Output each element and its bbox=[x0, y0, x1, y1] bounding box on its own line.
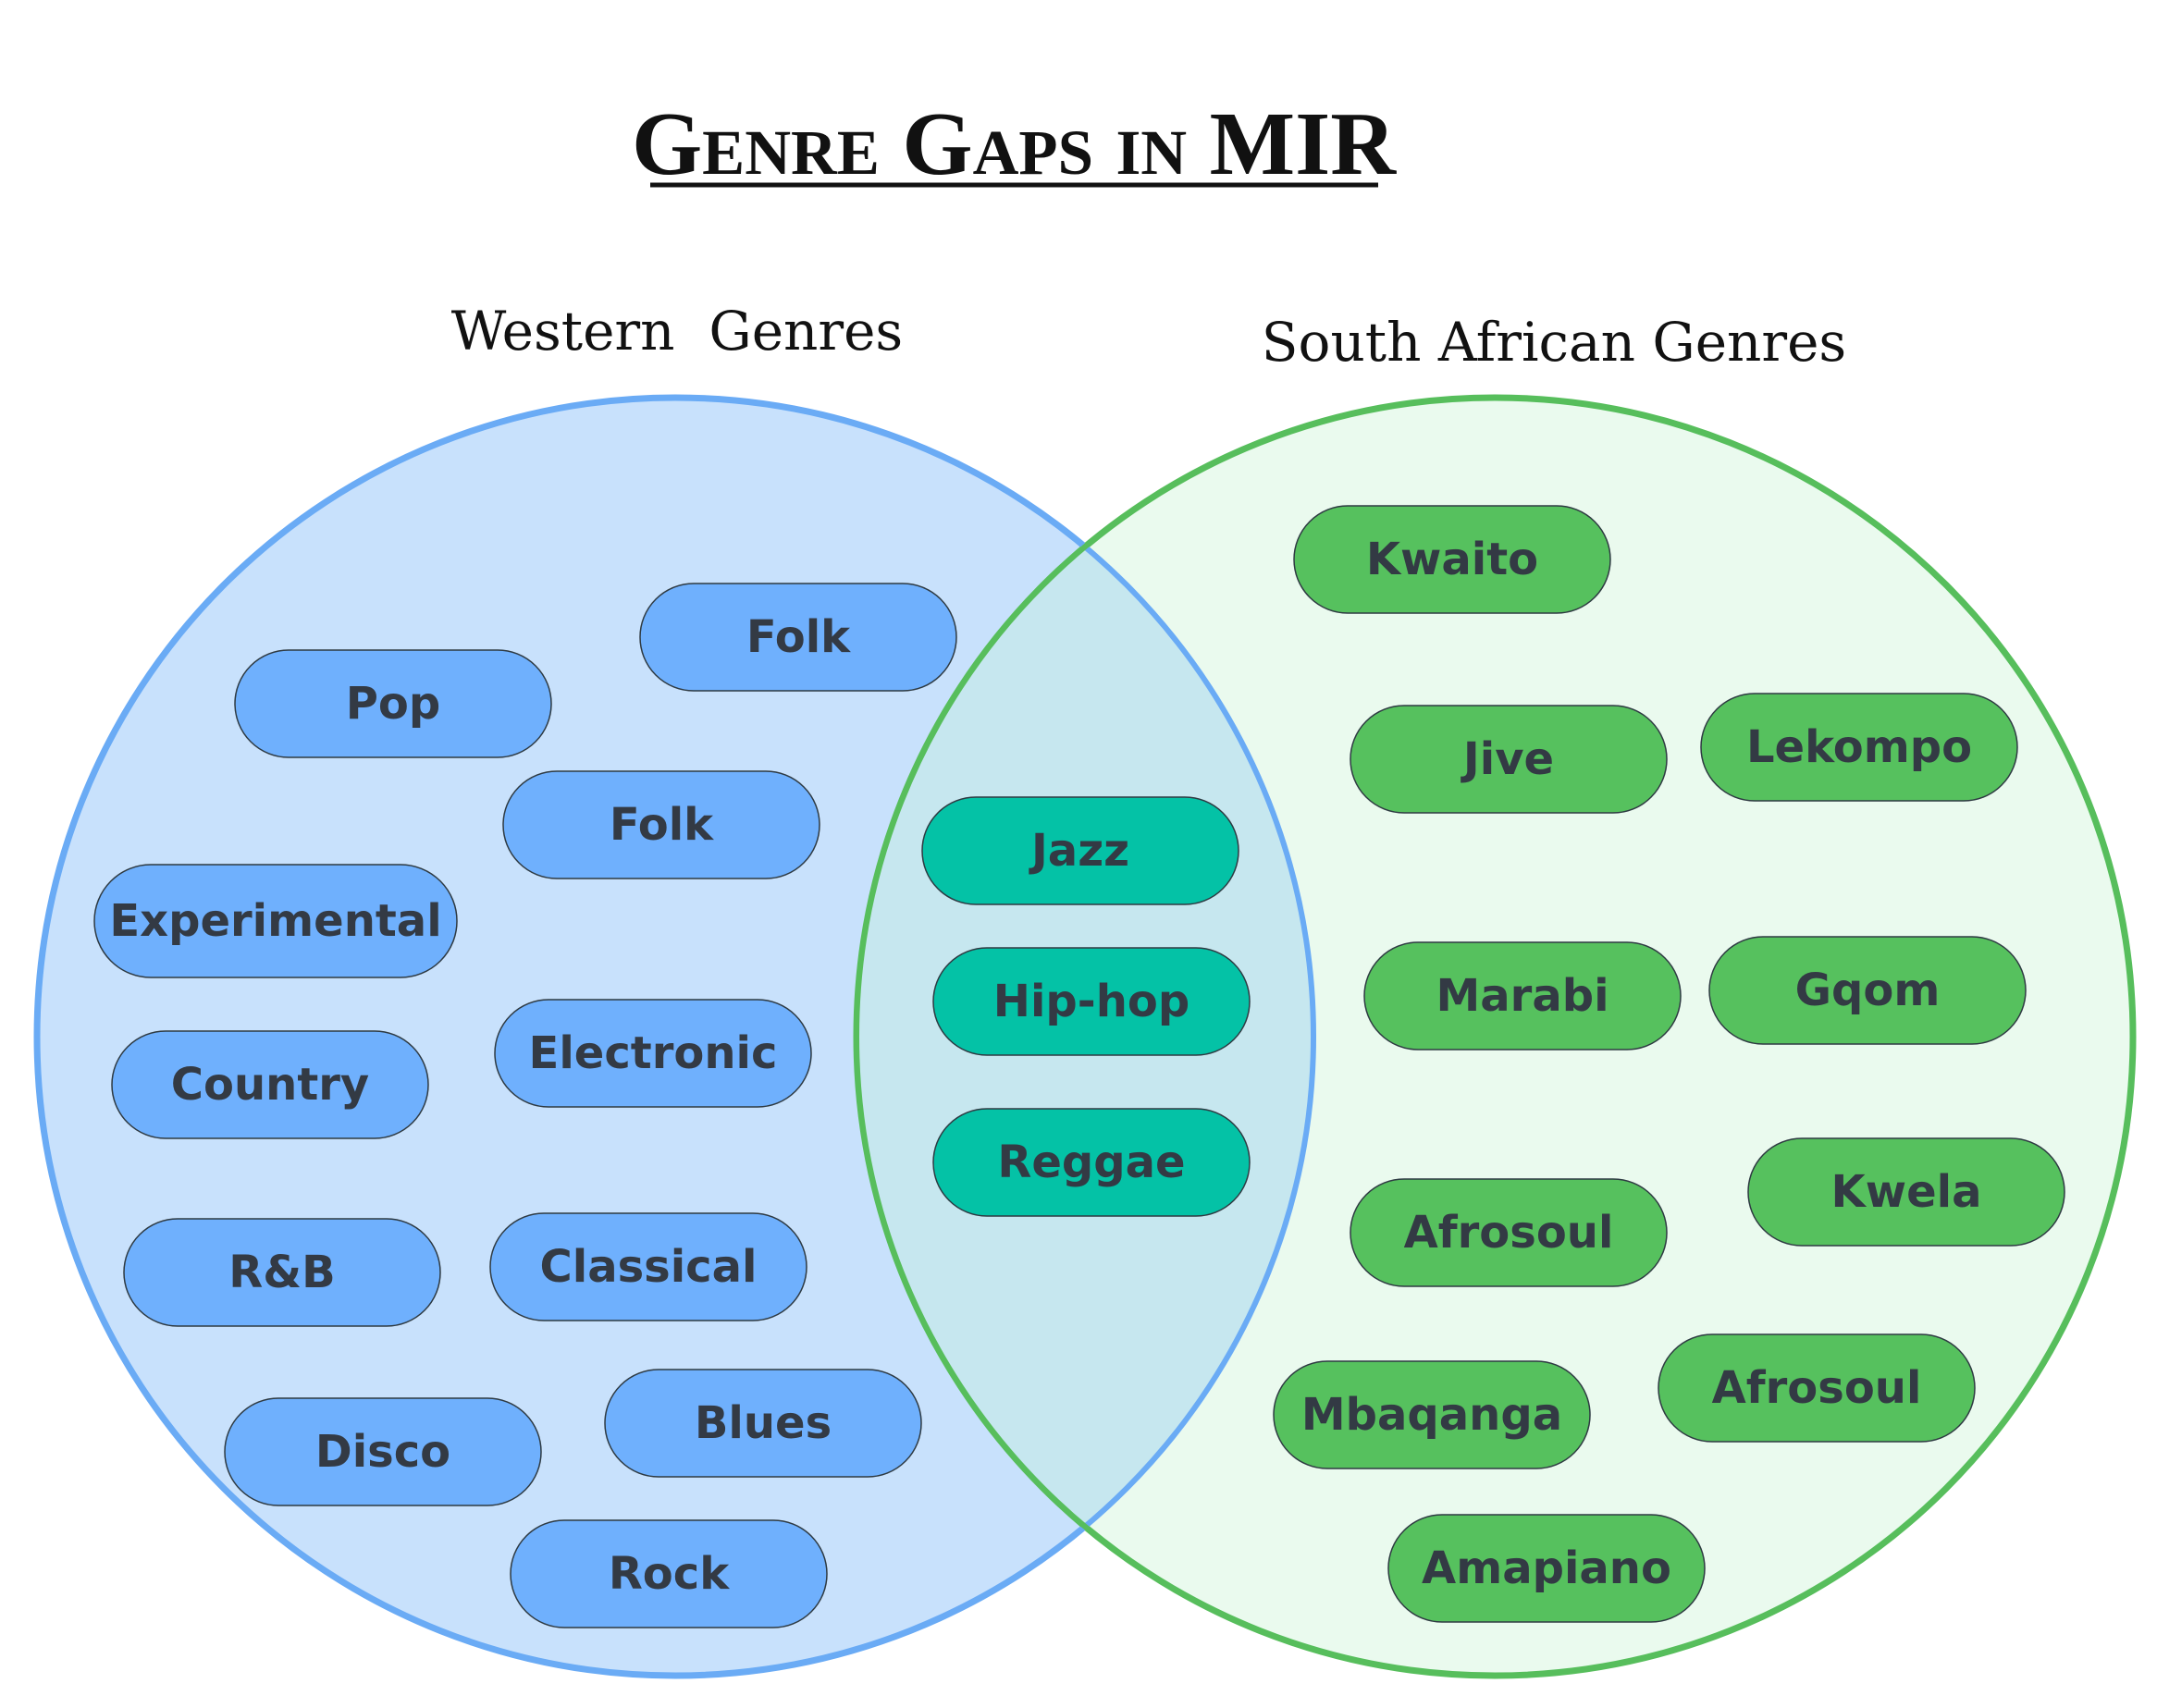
genre-pill-shape bbox=[1363, 941, 1682, 1051]
genre-pill-shape bbox=[224, 1397, 542, 1506]
genre-pill-shape bbox=[1708, 936, 2027, 1045]
genre-label: Mbaqanga bbox=[1301, 1389, 1562, 1441]
genre-pill-western: Classical bbox=[489, 1212, 807, 1321]
genre-pill-south-african: Jive bbox=[1350, 705, 1668, 814]
genre-label: Disco bbox=[315, 1426, 450, 1478]
genre-pill-western: Blues bbox=[604, 1369, 922, 1478]
genre-label: Folk bbox=[746, 611, 851, 663]
genre-label: Kwaito bbox=[1366, 534, 1538, 585]
genre-pill-shape bbox=[502, 770, 820, 879]
genre-pill-south-african: Afrosoul bbox=[1658, 1333, 1976, 1443]
genre-label: R&B bbox=[228, 1247, 335, 1298]
genre-label: Pop bbox=[346, 678, 441, 730]
genre-pill-shape bbox=[932, 947, 1251, 1056]
genre-pill-south-african: Mbaqanga bbox=[1273, 1360, 1591, 1469]
overlap-region bbox=[857, 398, 1313, 1676]
genre-pill-south-african: Kwela bbox=[1747, 1137, 2065, 1247]
genre-pill-shape bbox=[1350, 705, 1668, 814]
genre-pill-shape bbox=[932, 1108, 1251, 1217]
genre-pill-shape bbox=[123, 1218, 441, 1327]
genre-label: Afrosoul bbox=[1712, 1362, 1922, 1414]
genre-label: Jazz bbox=[1029, 825, 1129, 877]
genre-pill-shape bbox=[1387, 1514, 1706, 1623]
genre-pill-western: Folk bbox=[502, 770, 820, 879]
genre-pill-south-african: Kwaito bbox=[1293, 505, 1611, 614]
genre-label: Lekompo bbox=[1746, 721, 1972, 773]
genre-pill-western: Electronic bbox=[494, 999, 812, 1108]
genre-pill-shape bbox=[1350, 1178, 1668, 1287]
genre-pill-western: Folk bbox=[639, 583, 957, 692]
south-african-genres-label: South African Genres bbox=[1262, 311, 1846, 374]
western-set-outline bbox=[34, 395, 1316, 1678]
genre-pill-shape bbox=[1700, 693, 2018, 802]
genre-label: Country bbox=[171, 1059, 369, 1111]
genre-pill-shape bbox=[1658, 1333, 1976, 1443]
genre-label: Amapiano bbox=[1422, 1542, 1671, 1594]
genre-pill-shape bbox=[494, 999, 812, 1108]
genre-pill-shape bbox=[639, 583, 957, 692]
genre-pill-shared: Reggae bbox=[932, 1108, 1251, 1217]
genre-pill-shape bbox=[1747, 1137, 2065, 1247]
genre-label: Jive bbox=[1461, 733, 1554, 785]
genre-pill-shape bbox=[510, 1519, 828, 1628]
genre-pill-shape bbox=[1293, 505, 1611, 614]
genre-pill-western: Rock bbox=[510, 1519, 828, 1628]
genre-pill-south-african: Marabi bbox=[1363, 941, 1682, 1051]
genre-pill-south-african: Lekompo bbox=[1700, 693, 2018, 802]
genre-label: Electronic bbox=[529, 1027, 778, 1079]
genre-pill-south-african: Afrosoul bbox=[1350, 1178, 1668, 1287]
genre-label: Afrosoul bbox=[1404, 1207, 1614, 1259]
genre-pill-shape bbox=[604, 1369, 922, 1478]
south-african-set-outline bbox=[854, 395, 2136, 1678]
genre-label: Marabi bbox=[1436, 970, 1609, 1022]
genre-pill-western: Country bbox=[111, 1030, 429, 1139]
western-genres-label: Western Genres bbox=[451, 300, 903, 362]
genre-pill-shared: Hip-hop bbox=[932, 947, 1251, 1056]
genre-label: Kwela bbox=[1831, 1166, 1982, 1218]
genre-pill-shape bbox=[921, 796, 1239, 905]
genre-pill-western: R&B bbox=[123, 1218, 441, 1327]
genre-pill-western: Pop bbox=[234, 649, 552, 758]
genre-pill-south-african: Amapiano bbox=[1387, 1514, 1706, 1623]
genre-pill-shape bbox=[111, 1030, 429, 1139]
genre-pill-western: Disco bbox=[224, 1397, 542, 1506]
genre-pill-shape bbox=[234, 649, 552, 758]
genre-label: Folk bbox=[610, 799, 714, 851]
genre-label: Rock bbox=[609, 1548, 730, 1600]
genre-label: Experimental bbox=[109, 895, 441, 947]
genre-label: Gqom bbox=[1795, 965, 1941, 1016]
south-african-genres-group: Kwaito Jive Lekompo Marabi Gqom Afrosoul… bbox=[1273, 505, 2065, 1623]
genre-pill-shared: Jazz bbox=[921, 796, 1239, 905]
genre-pill-western: Experimental bbox=[93, 864, 458, 978]
genre-label: Reggae bbox=[997, 1137, 1185, 1188]
genre-pill-shape bbox=[93, 864, 458, 978]
genre-pill-shape bbox=[489, 1212, 807, 1321]
diagram-title: Genre Gaps in MIR bbox=[632, 94, 1397, 194]
genre-label: Blues bbox=[695, 1397, 832, 1449]
genre-label: Classical bbox=[540, 1241, 758, 1293]
shared-genres-group: Jazz Hip-hop Reggae bbox=[921, 796, 1251, 1217]
genre-label: Hip-hop bbox=[993, 976, 1189, 1027]
genre-pill-south-african: Gqom bbox=[1708, 936, 2027, 1045]
genre-pill-shape bbox=[1273, 1360, 1591, 1469]
western-genres-group: Folk Pop Folk Experimental Country Elect… bbox=[93, 583, 957, 1628]
